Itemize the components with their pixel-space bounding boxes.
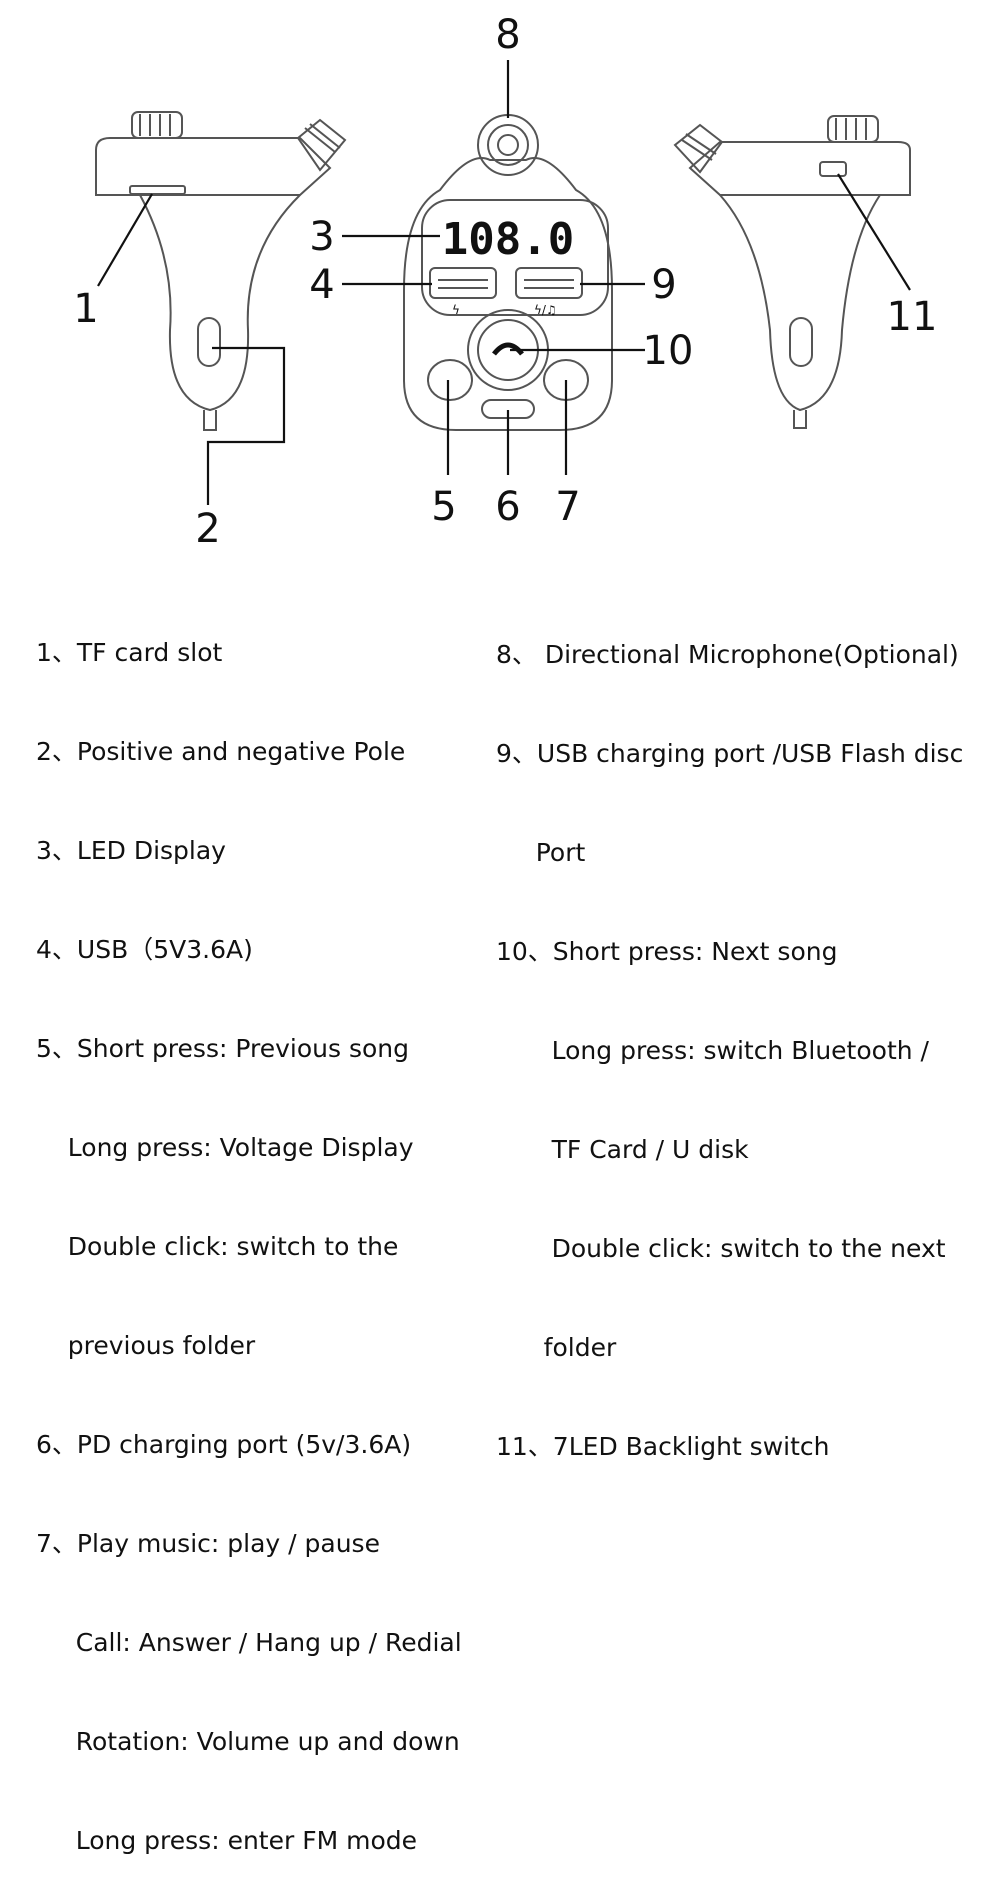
legend-line: Double click: switch to the next [496,1234,946,1263]
legend-line: Long press: enter FM mode [36,1826,418,1855]
legend-line: TF Card / U disk [496,1135,749,1164]
legend-line: 8、 Directional Microphone(Optional) [496,640,959,669]
legend-line: 5、Short press: Previous song [36,1034,409,1063]
leader-11 [837,173,911,291]
legend-line: Double click: switch to the [36,1232,399,1261]
display-panel [421,199,609,316]
legend-line: 10、Short press: Next song [496,937,838,966]
tf-card-slot [129,185,186,195]
legend-right: 8、 Directional Microphone(Optional) 9、US… [496,572,963,1496]
positive-pole-right [793,410,807,429]
callout-9: 9 [651,262,676,308]
callout-4: 4 [309,262,334,308]
left-side-view [95,111,347,431]
side-head-right [688,141,911,196]
side-head [95,137,332,196]
leader-2 [206,346,286,505]
legend-line: 6、PD charging port (5v/3.6A) [36,1430,412,1459]
legend-left: 1、TF card slot 2、Positive and negative P… [36,570,462,1890]
front-view [403,114,613,431]
callout-5: 5 [431,484,456,530]
legend-line: 2、Positive and negative Pole [36,737,406,766]
charge-music-glyph: ϟ/♫ [534,303,557,317]
positive-pole-left [203,410,217,431]
previous-button [427,359,473,401]
callout-1: 1 [73,286,98,332]
charge-glyph-left: ϟ [452,303,460,317]
legend-line: 4、USB（5V3.6A) [36,935,253,964]
legend-line: 7、Play music: play / pause [36,1529,380,1558]
legend-line: Port [496,838,586,867]
legend-line: Long press: Voltage Display [36,1133,414,1162]
legend-line: Rotation: Volume up and down [36,1727,460,1756]
mic-arm-left [296,118,347,172]
callout-7: 7 [555,484,580,530]
product-diagram: 108.0 ϟ ϟ/♫ 8 3 4 9 10 5 6 7 1 2 11 [73,12,938,552]
side-stem-right [719,194,881,412]
legend-line: 11、7LED Backlight switch [496,1432,830,1461]
usb-port-right [515,267,583,299]
callout-8: 8 [495,12,520,58]
right-side-view [673,115,911,429]
backlight-switch [819,161,847,177]
callout-11: 11 [887,294,938,340]
phone-icon [492,342,524,356]
callout-3: 3 [309,214,334,260]
legend-line: 3、LED Display [36,836,226,865]
side-oval-left [197,317,221,367]
callout-6: 6 [495,484,520,530]
callout-2: 2 [195,506,220,552]
side-stem [139,194,301,412]
legend-line: 1、TF card slot [36,638,223,667]
legend-line: Call: Answer / Hang up / Redial [36,1628,462,1657]
side-oval-right [789,317,813,367]
front-body [403,157,613,431]
legend-line: previous folder [36,1331,256,1360]
usb-port-left [429,267,497,299]
callout-10: 10 [643,328,694,374]
leader-1 [97,193,153,287]
led-readout: 108.0 [442,214,574,265]
legend-line: 9、USB charging port /USB Flash disc [496,739,964,768]
legend-line: folder [496,1333,617,1362]
mic-arm-right [673,123,724,174]
legend-line: Long press: switch Bluetooth / [496,1036,929,1065]
